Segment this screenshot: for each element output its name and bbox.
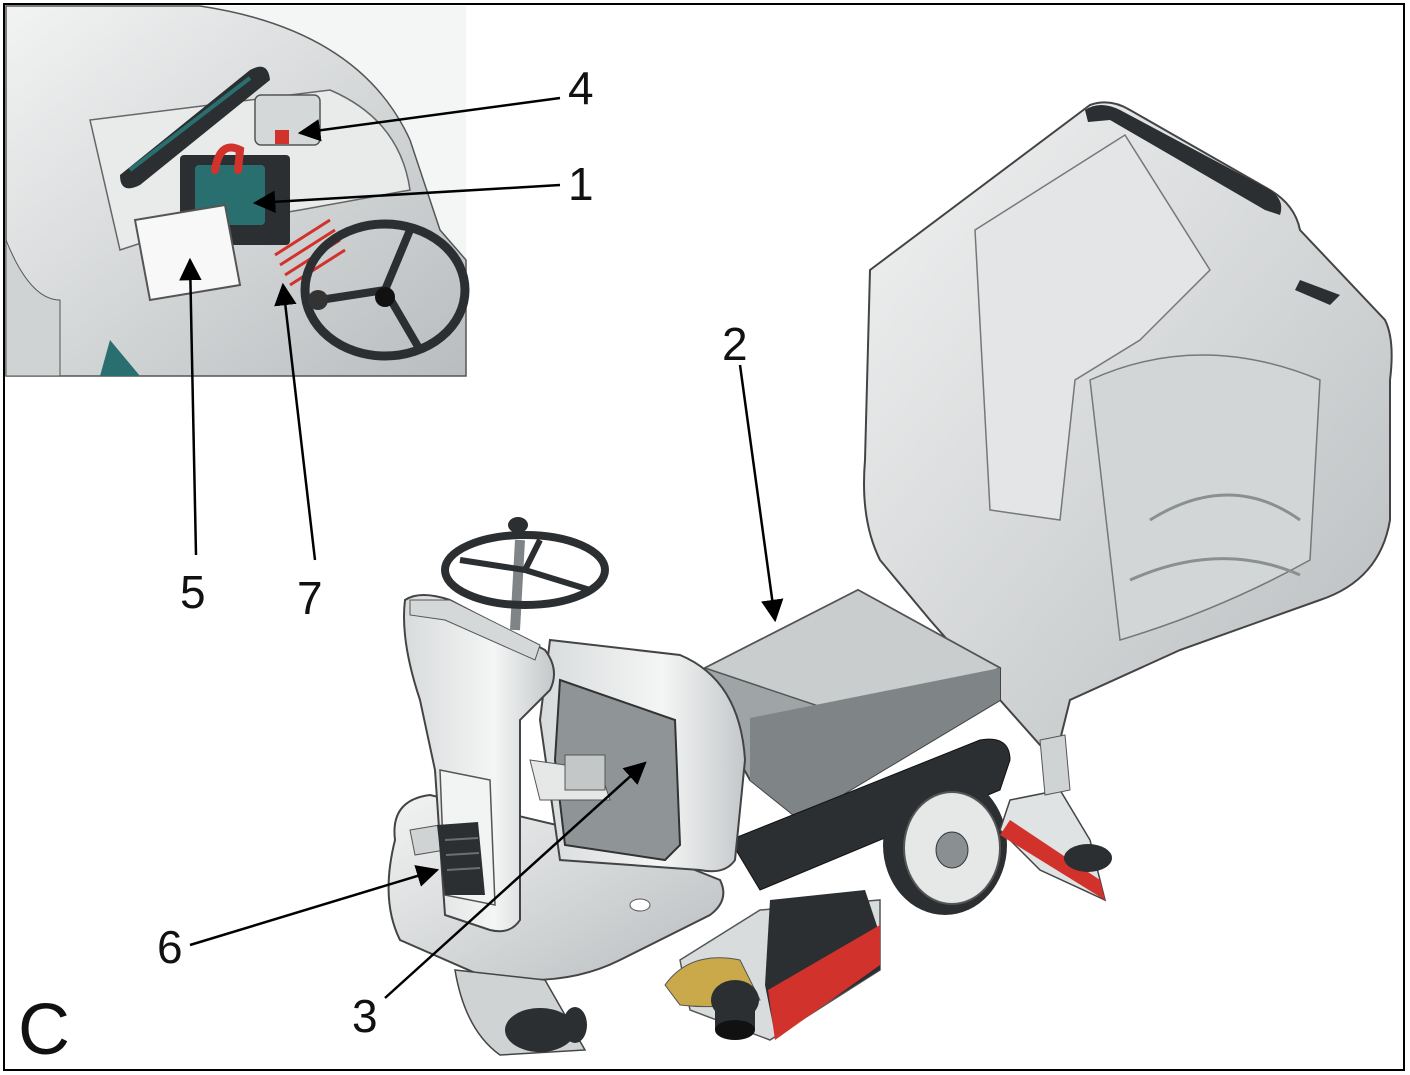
leader-7: [274, 282, 317, 561]
leader-1: [252, 183, 561, 214]
leader-5: [179, 257, 202, 556]
leader-6: [189, 865, 440, 947]
fuse-holder-7: [274, 218, 346, 287]
inset-detail-view: [5, 5, 470, 377]
figure-frame: [3, 3, 1405, 1071]
key-switch-red-handle: [211, 143, 245, 174]
squeegee: [999, 734, 1112, 902]
leader-4: [297, 96, 561, 142]
callout-7: 7: [297, 572, 323, 624]
front-wheel: [454, 969, 587, 1056]
machine-main-view: [387, 101, 1393, 1056]
rear-handle: [1085, 105, 1282, 215]
callout-2: 2: [722, 318, 748, 370]
callout-1: 1: [568, 158, 594, 210]
callout-3: 3: [352, 990, 378, 1042]
leader-lines: [179, 96, 784, 999]
battery-connector-4: [275, 130, 289, 144]
rear-wheel: [883, 775, 1007, 915]
accelerator-pedal-6: [437, 822, 485, 895]
callout-labels: 4 1 2 5 7 6 3: [157, 62, 748, 1042]
callout-4: 4: [568, 62, 594, 114]
brush-deck: [664, 890, 881, 1041]
leader-2: [738, 364, 784, 623]
main-steering-wheel: [441, 531, 609, 609]
inset-steering-wheel: [300, 219, 470, 361]
steering-column: [403, 517, 609, 933]
tray-5: [133, 203, 242, 302]
callout-5: 5: [180, 566, 206, 618]
callout-6: 6: [157, 921, 183, 973]
leader-3: [384, 761, 647, 999]
panel-letter: C: [18, 990, 70, 1070]
inset-grab-handle: [120, 66, 270, 189]
